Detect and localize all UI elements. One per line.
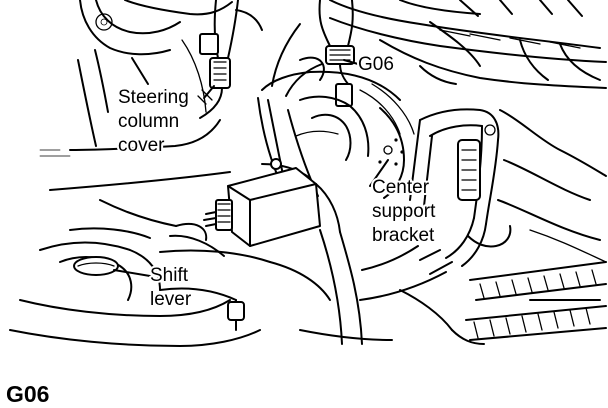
center-support-bracket-label-line-2: support (372, 201, 436, 222)
steering-column-drawing (39, 0, 263, 191)
lower-harness-drawing (299, 229, 607, 345)
steering-column-cover-label-line-3: cover (118, 135, 165, 156)
figure-caption: G06 (6, 381, 49, 407)
vehicle-interior-line-art (9, 0, 607, 347)
dashboard-duct-drawing (329, 0, 607, 89)
control-module-drawing (169, 167, 341, 257)
shift-lever-label-line-2: lever (150, 289, 192, 310)
connector-label: G06 (358, 54, 394, 75)
callout-labels: G06 Steering column cover Center support… (116, 52, 438, 312)
g06-connector-drawing (271, 0, 355, 107)
shift-lever-label-line-1: Shift (150, 265, 189, 286)
shift-lever-drawing (9, 199, 331, 347)
center-support-bracket-label-line-1: Center (372, 177, 430, 198)
leader-lines (113, 57, 389, 277)
center-support-bracket-label-line-3: bracket (372, 225, 435, 246)
steering-column-cover-label-line-1: Steering (118, 87, 189, 108)
center-support-bracket-drawing (409, 108, 607, 267)
steering-column-cover-label-line-2: column (118, 111, 179, 132)
